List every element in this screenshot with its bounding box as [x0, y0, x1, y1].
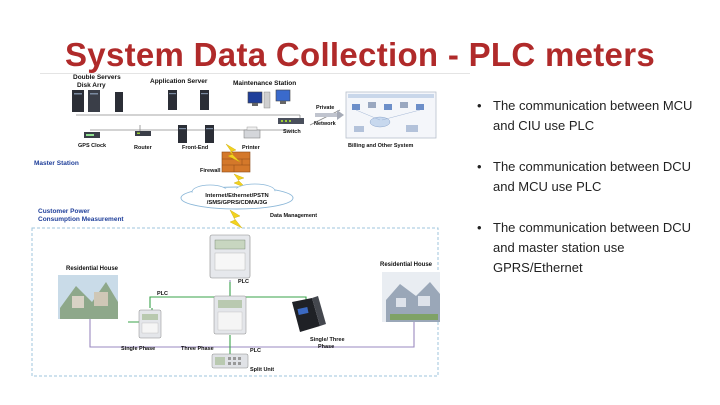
bullet-dot-icon: • — [477, 159, 482, 174]
front-end-servers-icon — [178, 125, 214, 143]
switch-icon — [278, 118, 304, 124]
residential-house-left-icon — [58, 275, 118, 319]
billing-label: Billing and Other System — [348, 143, 414, 149]
residential-house-right-icon — [382, 272, 440, 322]
printer-label: Printer — [242, 145, 261, 151]
consumption-measurement-label: Consumption Measurement — [38, 216, 124, 223]
bullet-list: • The communication between MCU and CIU u… — [473, 96, 703, 299]
plc-label-top: PLC — [238, 279, 249, 285]
double-servers-label: Double Servers — [73, 74, 121, 81]
bullet-item: • The communication between MCU and CIU u… — [473, 96, 703, 136]
gps-clock-icon — [84, 132, 100, 138]
billing-system-screenshot-icon — [345, 91, 437, 139]
firewall-icon — [221, 151, 251, 173]
application-server-icon — [168, 90, 209, 110]
router-label: Router — [134, 145, 153, 151]
bullet-dot-icon: • — [477, 98, 482, 113]
network-cloud-icon — [180, 183, 294, 210]
network-label: Network — [314, 121, 337, 127]
bullet-item: • The communication between DCU and maste… — [473, 218, 703, 278]
network-cloud-line1: Internet/Ethernet/PSTN — [205, 193, 268, 199]
router-icon — [135, 131, 151, 136]
split-unit-keypad-icon — [211, 353, 249, 369]
firewall-label: Firewall — [200, 168, 221, 174]
plc-label-bottom: PLC — [250, 348, 261, 354]
application-server-label: Application Server — [150, 78, 208, 85]
data-management-label: Data Management — [270, 213, 317, 219]
single-three-phase-label2: Phase — [318, 344, 334, 350]
maintenance-station-label: Maintenance Station — [233, 80, 296, 87]
title-divider — [40, 73, 470, 74]
network-cloud-line2: /SMS/GPRS/CDMA/3G — [207, 200, 268, 206]
gps-clock-label: GPS Clock — [78, 143, 107, 149]
double-servers-icon — [72, 90, 123, 112]
split-unit-label: Split Unit — [250, 367, 274, 373]
master-station-label: Master Station — [34, 160, 79, 167]
bullet-item: • The communication between DCU and MCU u… — [473, 157, 703, 197]
residential-left-label: Residential House — [66, 266, 119, 272]
bullet-text: The communication between MCU and CIU us… — [493, 98, 693, 133]
three-phase-label: Three Phase — [181, 346, 214, 352]
private-label: Private — [316, 105, 334, 111]
bullet-text: The communication between DCU and MCU us… — [493, 159, 691, 194]
bullet-dot-icon: • — [477, 220, 482, 235]
printer-icon — [243, 126, 261, 139]
plc-label-left: PLC — [157, 291, 168, 297]
private-network-arrow-icon — [315, 110, 344, 120]
lightning-bolt-icon-lower — [229, 209, 243, 229]
maintenance-workstation-icon — [247, 89, 291, 109]
single-three-phase-label1: Single/ Three — [310, 337, 345, 343]
single-phase-meter-icon — [138, 309, 162, 339]
single-three-phase-module-icon — [292, 296, 326, 332]
plc-system-diagram: Double Servers Disk Arry Application Ser… — [31, 74, 440, 377]
disk-array-label: Disk Arry — [77, 82, 106, 89]
slide-title: System Data Collection - PLC meters — [65, 36, 655, 73]
bullet-text: The communication between DCU and master… — [493, 220, 691, 275]
residential-right-label: Residential House — [380, 262, 433, 268]
three-phase-meter-icon — [213, 295, 247, 335]
single-phase-label: Single Phase — [121, 346, 155, 352]
switch-label: Switch — [283, 129, 301, 135]
customer-power-label: Customer Power — [38, 208, 90, 215]
dcu-meter-icon — [209, 234, 251, 279]
front-end-label: Front-End — [182, 145, 208, 151]
